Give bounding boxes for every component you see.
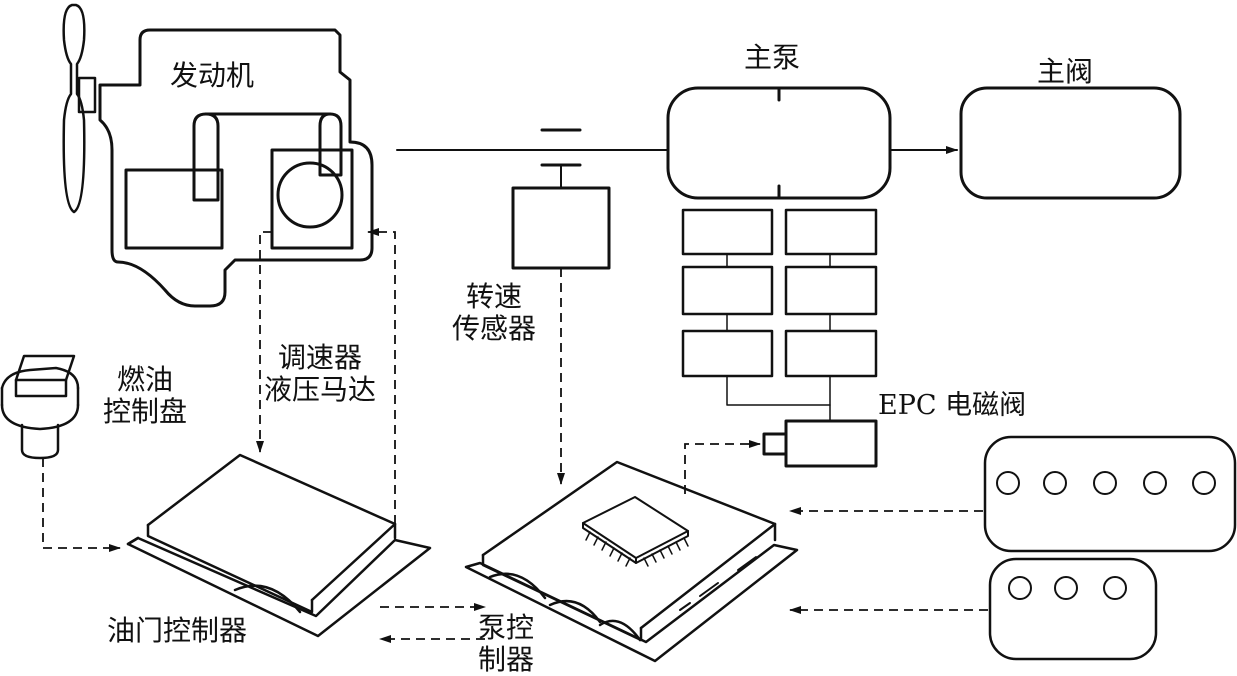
fan-icon <box>62 3 86 214</box>
governor-motor-label-line2: 液压马达 <box>264 373 377 406</box>
indicator-panel-b-lamps <box>1008 576 1127 600</box>
pump-controller-box <box>464 460 799 663</box>
throttle-controller-box <box>126 453 432 638</box>
main-valve-label: 主阀 <box>1037 55 1094 88</box>
main-valve-box <box>959 86 1182 200</box>
fuel-dial-to-throttle-arrow <box>42 458 121 552</box>
governor-motor-label-line1: 调速器 <box>278 341 363 374</box>
speed-sensor-box <box>511 186 611 270</box>
governor-to-throttle-arrow <box>256 231 272 453</box>
epc-valve-connector <box>762 432 788 456</box>
throttle-controller-label: 油门控制器 <box>107 614 248 647</box>
indicator-panel-a <box>983 435 1237 553</box>
epc-valve-body <box>784 419 878 468</box>
speed-sensor-label-line2: 传感器 <box>452 312 537 345</box>
solenoid-stack <box>681 208 878 422</box>
indicator-panel-b <box>988 557 1158 661</box>
engine-block-right <box>270 148 354 250</box>
engine-block-left <box>124 168 224 250</box>
throttle-to-governor-arrow <box>367 228 396 524</box>
engine-flywheel <box>276 161 344 229</box>
main-pump-label: 主泵 <box>744 41 801 74</box>
main-pump-box <box>666 86 892 200</box>
pump-controller-label-line1: 泵控 <box>478 611 535 644</box>
fuel-dial-label-line2: 控制盘 <box>103 395 188 428</box>
cpu-chip-icon <box>582 496 689 567</box>
pump-controller-to-epc-arrow <box>684 440 761 494</box>
engine-label: 发动机 <box>170 59 255 92</box>
fuel-dial-icon <box>0 354 80 460</box>
engine-pipe-left <box>192 112 220 202</box>
epc-valve-label: EPC 电磁阀 <box>878 390 1027 421</box>
fuel-dial-label-line1: 燃油 <box>117 363 174 396</box>
engine-outline <box>98 28 374 308</box>
pump-controller-label-line2: 制器 <box>478 643 535 676</box>
indicator-panel-a-lamps <box>996 471 1216 495</box>
governor-motor-label: 调速器 液压马达 <box>264 344 376 404</box>
pump-controller-label: 泵控 制器 <box>478 614 534 674</box>
fuel-dial-label: 燃油 控制盘 <box>103 366 187 426</box>
speed-sensor-label-line1: 转速 <box>466 280 523 313</box>
speed-sensor-label: 转速 传感器 <box>452 283 536 343</box>
fan-hub <box>77 76 97 114</box>
